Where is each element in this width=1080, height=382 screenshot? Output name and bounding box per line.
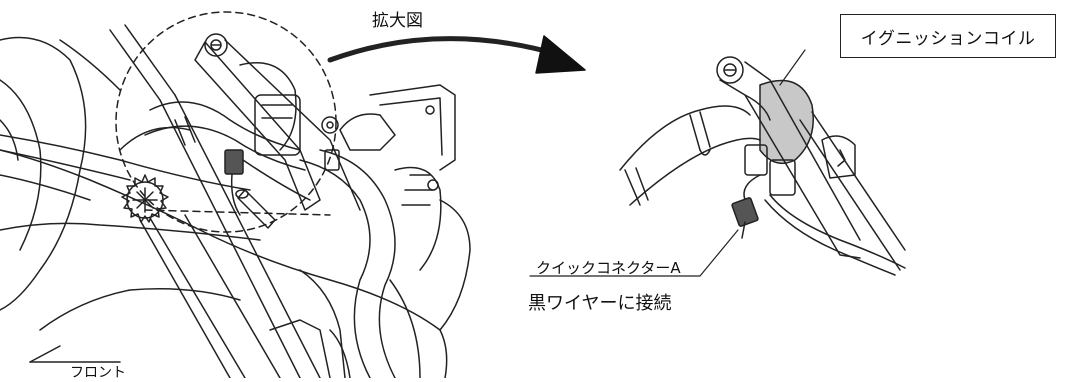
arrow-icon [327,35,586,74]
quick-connector [731,197,759,227]
ignition-coil-label: イグニッションコイル [860,28,1036,49]
ignition-coil-callout: イグニッションコイル [840,14,1056,58]
front-direction-label: フロント [70,365,126,381]
gear-icon [121,174,169,223]
connection-instruction: 黒ワイヤーに接続 [528,293,672,314]
enlarged-view-label: 拡大図 [372,11,423,31]
quick-connector-label: クイックコネクターA [536,259,681,277]
detail-circle [115,11,337,233]
overview-drawing [0,24,471,378]
detail-drawing [529,49,906,277]
bolt-icon [716,56,744,84]
ignition-coil [759,79,814,165]
